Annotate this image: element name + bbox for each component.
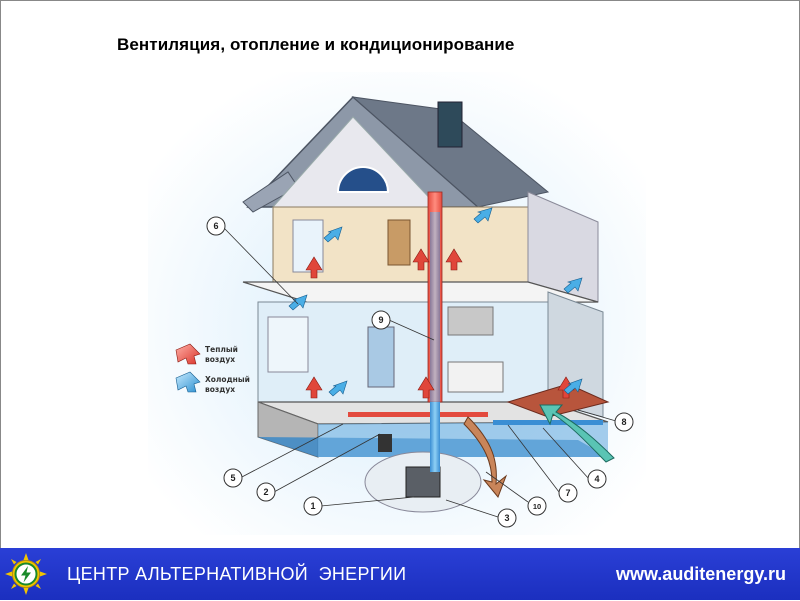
cold-arrow (563, 277, 583, 294)
svg-text:10: 10 (533, 502, 541, 511)
callout-3: 3 (497, 508, 517, 528)
cold-arrow (328, 380, 348, 397)
legend-warm-line1: Теплый (205, 345, 238, 354)
kitchen-counter (447, 361, 504, 393)
callout-4: 4 (587, 469, 607, 489)
svg-text:7: 7 (565, 488, 570, 498)
footer-bar: ЦЕНТР АЛЬТЕРНАТИВНОЙ ЭНЕРГИИ www.auditen… (0, 548, 800, 600)
legend-warm-swatch (175, 343, 201, 365)
legend-warm-line2: воздух (205, 355, 235, 364)
svg-text:4: 4 (594, 474, 599, 484)
warm-arrow (557, 376, 575, 399)
page-title: Вентиляция, отопление и кондиционировани… (117, 35, 515, 54)
callout-1: 1 (303, 496, 323, 516)
cold-arrow (563, 378, 583, 395)
floor-supply-duct (348, 412, 488, 417)
callout-leader (445, 499, 499, 518)
svg-text:9: 9 (378, 315, 383, 325)
callout-10: 10 (527, 496, 547, 516)
cold-arrow (473, 207, 493, 224)
cold-arrow (323, 226, 343, 243)
kitchen-cabinets (447, 306, 494, 336)
lower-door (367, 326, 395, 388)
roof-side (351, 96, 550, 208)
callout-leader (239, 423, 344, 479)
callout-leader (388, 319, 435, 341)
callout-5: 5 (223, 468, 243, 488)
svg-text:3: 3 (504, 513, 509, 523)
gable-window (336, 166, 390, 193)
callout-leader (485, 471, 529, 503)
callout-7: 7 (558, 483, 578, 503)
callout-leader (577, 409, 617, 422)
intake-air-arrow (539, 404, 615, 463)
warm-air-arrows (305, 248, 575, 399)
hvac-house-diagram: Теплый воздух Холодный воздух 6 9 5 2 1 (148, 72, 646, 535)
legend-cold-line1: Холодный (205, 375, 250, 384)
legend-cold-line2: воздух (205, 385, 235, 394)
warm-arrow (305, 256, 323, 279)
callout-leader (320, 496, 415, 507)
legend-cold-swatch (175, 371, 201, 393)
callout-leader (273, 433, 381, 493)
warm-arrow (412, 248, 430, 271)
exhaust-air-arrow (463, 416, 508, 498)
wall-section-brick (506, 383, 610, 418)
callout-2: 2 (256, 482, 276, 502)
callout-8: 8 (614, 412, 634, 432)
center-logo-icon (4, 552, 48, 596)
legend: Теплый воздух Холодный воздух (175, 343, 250, 394)
main-return-duct (430, 212, 440, 402)
callout-leader (507, 424, 560, 493)
svg-text:5: 5 (230, 473, 235, 483)
callout-leader (223, 227, 299, 305)
return-riser (430, 402, 440, 472)
drain-pipe (378, 434, 392, 452)
callout-leader (542, 427, 590, 480)
upper-door (387, 219, 411, 266)
chimney (437, 101, 463, 148)
callouts: 6 9 5 2 1 3 10 7 4 8 (206, 216, 634, 528)
website-link[interactable]: www.auditenergy.ru (615, 564, 786, 584)
svg-text:8: 8 (621, 417, 626, 427)
svg-text:1: 1 (310, 501, 315, 511)
callout-leaders (223, 227, 617, 518)
organization-name: ЦЕНТР АЛЬТЕРНАТИВНОЙ ЭНЕРГИИ (67, 564, 407, 584)
lower-window (267, 316, 309, 373)
warm-arrow (305, 376, 323, 399)
callout-6: 6 (206, 216, 226, 236)
warm-arrow (417, 376, 435, 399)
callout-9: 9 (371, 310, 391, 330)
cold-air-arrows (288, 207, 583, 397)
svg-text:2: 2 (263, 487, 268, 497)
floor-return-duct (493, 420, 603, 425)
svg-text:6: 6 (213, 221, 218, 231)
warm-arrow (445, 248, 463, 271)
